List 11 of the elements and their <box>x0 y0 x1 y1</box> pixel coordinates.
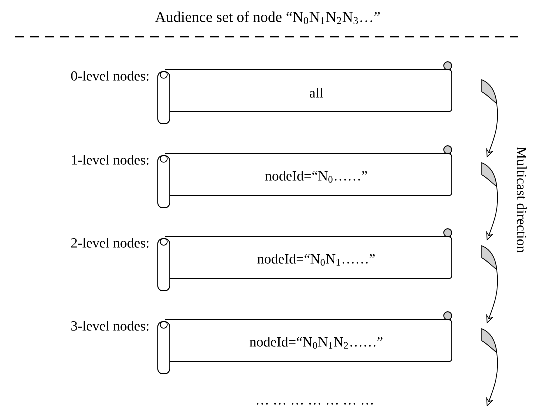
scroll-banner: nodeId=“N$_{0}$N$_{1}$N$_{2}$……” <box>158 312 452 374</box>
level-label: 1-level nodes: <box>72 155 149 165</box>
ellipsis-text: … … … … … … … <box>257 403 374 405</box>
axis-label: Multicast direction <box>517 147 527 253</box>
scroll-banner: all <box>158 62 452 124</box>
level-label: 3-level nodes: <box>72 321 149 331</box>
level-label: 2-level nodes: <box>72 238 149 248</box>
scroll-banner: nodeId=“N$_{0}$N$_{1}$……” <box>158 228 452 292</box>
scroll-banner: nodeId=“N$_{0}$……” <box>158 146 452 208</box>
title: Audience set of node “N$_{0}$N$_{1}$N$_{2}$N$_{3}$…” <box>155 12 380 24</box>
level-label: 0-level nodes: <box>71 71 149 81</box>
